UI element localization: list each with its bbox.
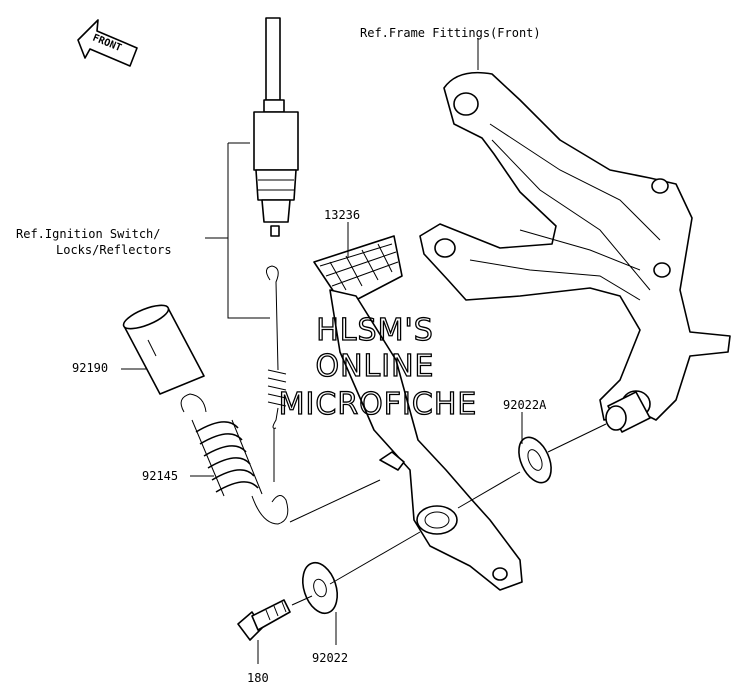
ref-ignition-label-line1[interactable]: Ref.Ignition Switch/ [16, 227, 161, 241]
assembly-line-frame [547, 423, 607, 453]
part-number-92190[interactable]: 92190 [72, 361, 108, 375]
spring-92145[interactable] [180, 393, 289, 525]
brake-pedal[interactable] [313, 235, 523, 591]
frame-fittings[interactable] [419, 71, 731, 433]
assembly-line-pedal [457, 471, 521, 509]
assembly-line-bolt [291, 595, 313, 606]
washer-92022A[interactable] [512, 432, 557, 487]
washer-92022[interactable] [297, 558, 344, 617]
front-arrow: FRONT [77, 19, 138, 67]
ignition-ref-bracket [205, 142, 270, 319]
part-number-13236[interactable]: 13236 [324, 208, 360, 222]
brake-light-switch[interactable] [253, 17, 299, 237]
assembly-line-washer [329, 531, 421, 585]
ref-frame-fittings-label[interactable]: Ref.Frame Fittings(Front) [360, 26, 541, 40]
assembly-line-spring [289, 479, 381, 523]
part-number-92022A[interactable]: 92022A [503, 398, 547, 412]
sleeve-92190[interactable] [121, 301, 205, 395]
switch-spring[interactable] [266, 265, 287, 429]
part-number-92145[interactable]: 92145 [142, 469, 178, 483]
ref-ignition-label-line2[interactable]: Locks/Reflectors [56, 243, 172, 257]
bolt-180[interactable] [237, 599, 291, 641]
watermark-line3: MICROFICHE [279, 387, 478, 422]
watermark-line1: HLSM'S [316, 313, 434, 348]
part-number-92022[interactable]: 92022 [312, 651, 348, 665]
watermark-line2: ONLINE [315, 349, 434, 384]
part-number-180[interactable]: 180 [247, 671, 269, 685]
